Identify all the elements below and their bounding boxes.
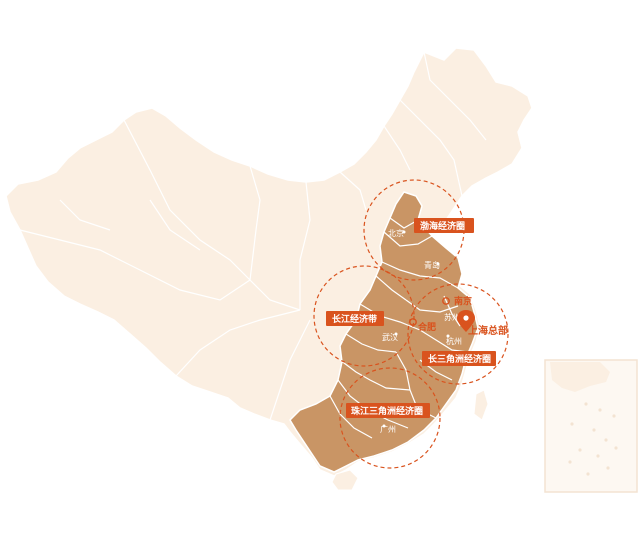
- highlight-cities: 南京 合肥: [409, 295, 472, 333]
- covered-region-shape: [289, 191, 479, 473]
- city-label-suzhou: 苏州: [444, 312, 460, 322]
- zone-tag-pearl-river: 珠江三角洲经济圈: [346, 403, 430, 418]
- inset-islands: [568, 402, 618, 476]
- city-labels: 北京 青岛 苏州 杭州 武汉 广州: [380, 228, 462, 434]
- city-marker-hefei: 合肥: [409, 318, 436, 333]
- province-boundaries: [19, 51, 487, 421]
- zone-tag-pearl-river-bg: [346, 403, 430, 418]
- city-label-wuhan: 武汉: [382, 332, 398, 342]
- city-label-beijing: 北京: [388, 228, 404, 238]
- zone-circle-yangtze-delta: [407, 283, 509, 385]
- city-label-hangzhou: 杭州: [446, 336, 462, 346]
- city-label-hefei: 合肥: [418, 321, 436, 333]
- city-dot-wuhan: [394, 332, 398, 336]
- zone-tag-changjiang-text: 长江经济带: [332, 313, 377, 325]
- south-china-sea-inset: [544, 359, 638, 493]
- city-label-qingdao: 青岛: [424, 260, 440, 270]
- headquarters-marker: 上海总部: [457, 310, 508, 337]
- headquarters-label: 上海总部: [468, 324, 508, 337]
- location-pin-icon: [457, 310, 475, 332]
- city-dot-hangzhou: [446, 334, 450, 338]
- zone-circle-pearl-river: [339, 367, 441, 469]
- zone-labels: 渤海经济圈 长江经济带 长三角洲经济圈 珠江三角洲经济圈: [326, 218, 496, 418]
- zone-circles: [313, 179, 509, 469]
- zone-tag-changjiang: 长江经济带: [326, 311, 384, 326]
- city-marker-nanjing: 南京: [442, 295, 472, 307]
- zone-tag-changjiang-bg: [326, 311, 384, 326]
- zone-tag-bohai-bg: [414, 218, 474, 233]
- hainan-island: [331, 469, 359, 491]
- taiwan-island: [473, 389, 489, 421]
- city-dot-beijing: [402, 230, 406, 234]
- zone-tag-bohai: 渤海经济圈: [414, 218, 474, 233]
- zone-tag-bohai-text: 渤海经济圈: [420, 220, 465, 232]
- city-label-nanjing: 南京: [454, 295, 472, 307]
- city-label-guangzhou: 广州: [380, 424, 396, 434]
- city-dot-guangzhou: [382, 424, 386, 428]
- hefei-pin-icon: [409, 318, 417, 326]
- zone-tag-yangtze-delta: 长三角洲经济圈: [422, 351, 496, 366]
- zone-tag-yangtze-delta-bg: [422, 351, 496, 366]
- zone-circle-changjiang: [313, 265, 415, 367]
- inset-land: [550, 362, 610, 392]
- nanjing-pin-icon: [442, 297, 450, 305]
- location-pin-center: [463, 315, 469, 321]
- zone-tag-pearl-river-text: 珠江三角洲经济圈: [351, 405, 423, 417]
- covered-region: [289, 191, 479, 473]
- zone-tag-yangtze-delta-text: 长三角洲经济圈: [428, 353, 491, 365]
- city-dot-qingdao: [436, 262, 440, 266]
